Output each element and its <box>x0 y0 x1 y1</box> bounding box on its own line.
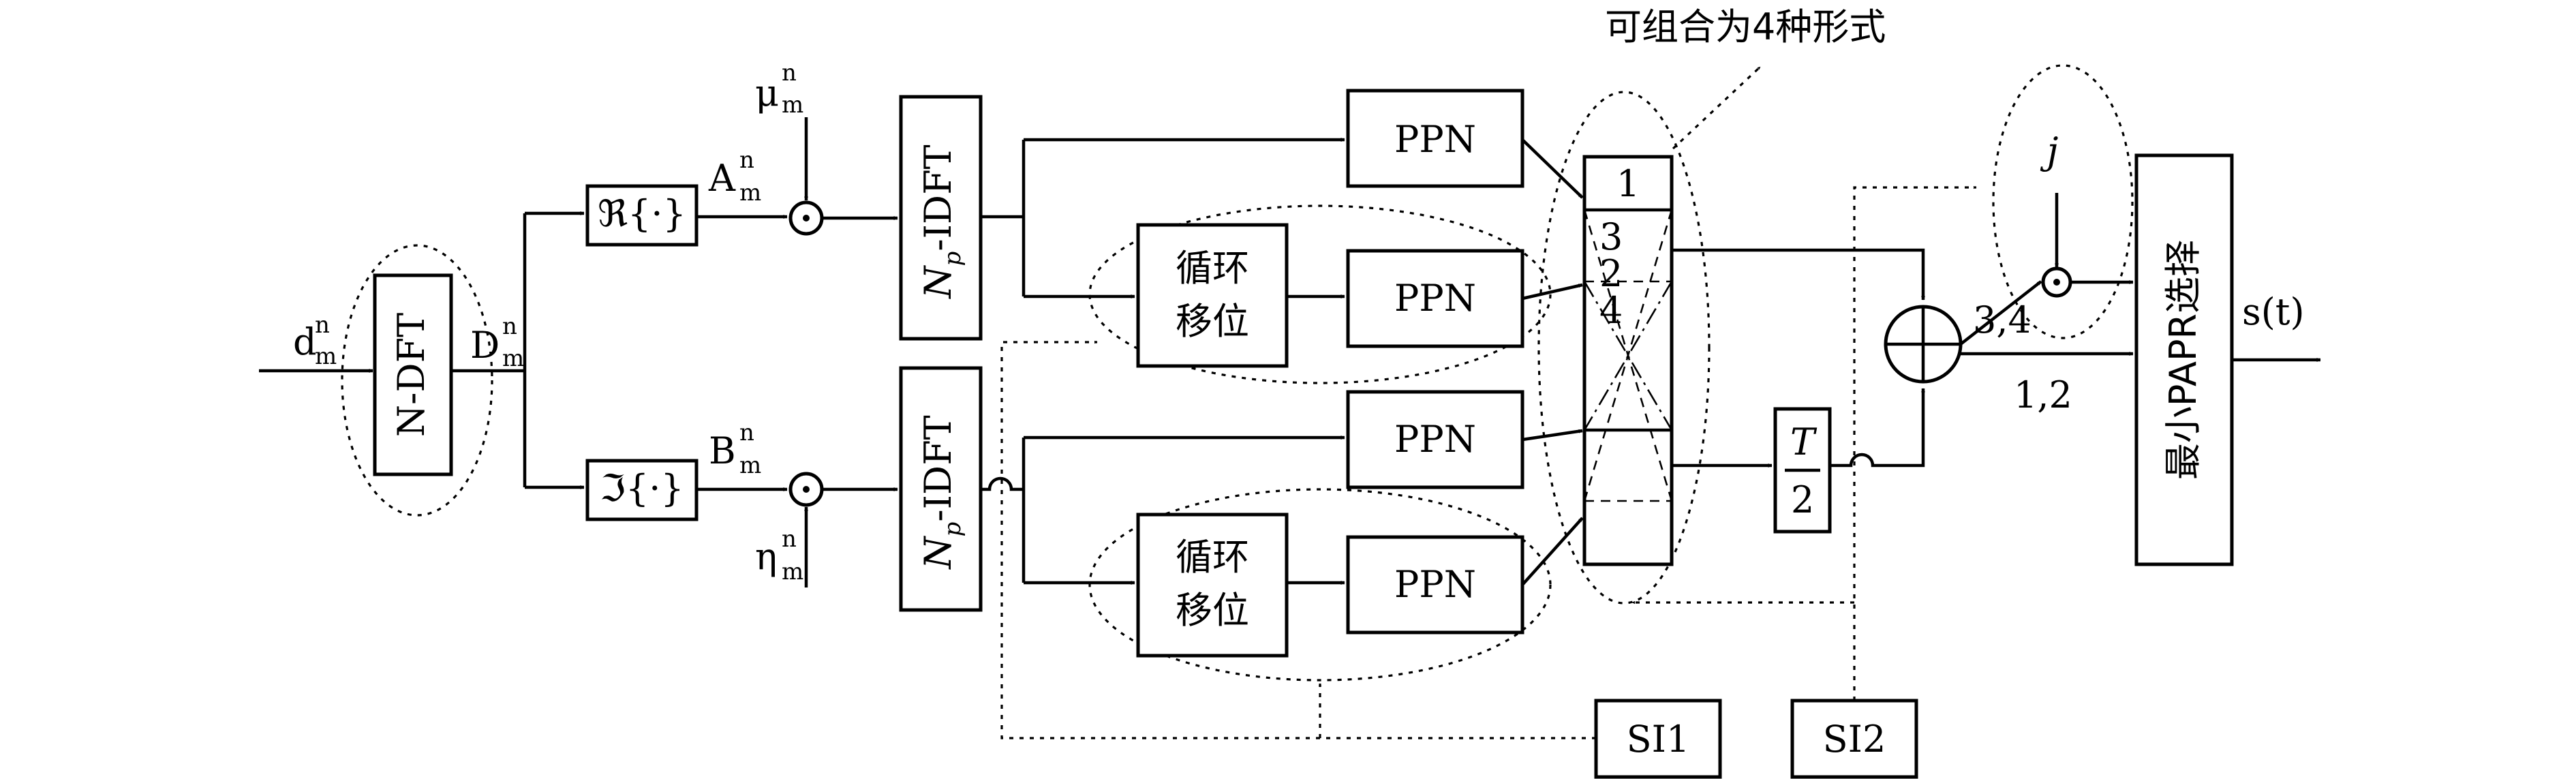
arrow-ppn3-to-combo <box>1522 429 1583 442</box>
si1-label: SI1 <box>1627 718 1690 761</box>
b-symbol-label: B <box>709 429 736 472</box>
a-sup: n <box>739 147 754 174</box>
j-symbol-label: j <box>2040 129 2059 172</box>
input-symbol-label: d <box>293 320 317 363</box>
si2-route <box>1853 185 1977 701</box>
si1-block <box>1594 699 1722 779</box>
cyclic-shift-block-upper <box>1136 223 1289 368</box>
si2-label: SI2 <box>1823 718 1886 761</box>
lower-route <box>981 438 1026 583</box>
real-part-block <box>585 184 699 247</box>
arrow-ppn2-to-combo <box>1522 283 1583 301</box>
half-period-delay-block <box>1773 407 1832 534</box>
ndft-label: N-DFT <box>390 313 433 437</box>
cyclic-shift-group-upper <box>1088 204 1552 384</box>
idft-label-upper: Np-IDFT <box>917 144 966 299</box>
real-part-label: ℜ{·} <box>598 192 686 235</box>
b-sup: n <box>739 419 754 446</box>
adder-to-j-mult <box>1959 280 2042 346</box>
mu-sub: m <box>782 91 803 119</box>
combination-block <box>1582 155 1674 566</box>
ppn-label-4: PPN <box>1394 563 1476 606</box>
ppn-block-4 <box>1346 535 1524 635</box>
combination-group-ellipse <box>1537 91 1711 605</box>
idft-label-lower: Np-IDFT <box>917 415 966 570</box>
si2-block <box>1790 699 1918 779</box>
a-symbol-label: A <box>708 157 736 200</box>
input-symbol-sub: m <box>315 343 337 370</box>
ndft-block <box>373 273 453 476</box>
dft-output-sub: m <box>502 345 524 372</box>
half-t-numerator: T <box>1790 421 1818 463</box>
eta-sub: m <box>782 558 803 585</box>
input-symbol-sup: n <box>315 311 330 339</box>
combo-cross-d <box>1583 209 1673 502</box>
imag-part-label: ℑ{·} <box>600 467 684 510</box>
combo-row-4: 4 <box>1599 289 1623 332</box>
a-sub: m <box>739 179 761 207</box>
cyclic-shift-group-lower <box>1088 488 1552 682</box>
b-sub: m <box>739 452 761 479</box>
multiplier-j-dot <box>2053 279 2060 286</box>
mu-symbol-label: μ <box>755 72 779 114</box>
output-label: s(t) <box>2242 290 2305 333</box>
ppn-block-1 <box>1346 89 1524 188</box>
papr-select-label: 最小PAPR选择 <box>2162 240 2205 480</box>
upper-route <box>981 140 1026 296</box>
cyclic-shift-upper-line2: 移位 <box>1176 300 1249 343</box>
cyclic-shift-block-lower <box>1136 513 1289 658</box>
combo-out-upper <box>1672 248 1925 301</box>
ppn-label-1: PPN <box>1394 118 1476 161</box>
arrow-ppn4-to-combo <box>1521 517 1584 586</box>
dft-output-label: D <box>470 324 500 367</box>
delay-out-route <box>1830 388 1925 468</box>
papr-select-block <box>2134 153 2234 566</box>
ndft-group-ellipse <box>341 244 493 517</box>
path-label-34: 3,4 <box>1973 299 2031 341</box>
cyclic-shift-lower-line2: 移位 <box>1176 589 1249 632</box>
multiplier-mu-dot <box>803 215 810 222</box>
si1-route <box>1000 340 1596 739</box>
combo-row-1: 1 <box>1616 162 1640 205</box>
path-label-12: 1,2 <box>2014 373 2072 416</box>
j-multiply-group-ellipse <box>1992 64 2134 339</box>
eta-symbol-label: η <box>755 535 777 578</box>
half-t-denominator: 2 <box>1791 478 1814 521</box>
ppn-block-3 <box>1346 390 1524 489</box>
combination-note-pointer <box>1672 65 1762 150</box>
dft-output-sup: n <box>502 313 517 340</box>
ppn-label-2: PPN <box>1394 277 1476 320</box>
cyclic-shift-upper-line1: 循环 <box>1176 247 1249 290</box>
ppn-label-3: PPN <box>1394 418 1476 461</box>
split-line <box>451 213 527 487</box>
combo-row-3: 3 <box>1599 215 1623 258</box>
multiplier-eta-dot <box>803 486 810 493</box>
combo-row-2: 2 <box>1599 252 1623 295</box>
combination-note: 可组合为4种形式 <box>1605 5 1886 48</box>
eta-sup: n <box>782 525 797 553</box>
arrow-ppn1-to-combo <box>1521 138 1584 199</box>
cyclic-shift-lower-line1: 循环 <box>1176 536 1249 579</box>
mu-sup: n <box>782 59 797 87</box>
